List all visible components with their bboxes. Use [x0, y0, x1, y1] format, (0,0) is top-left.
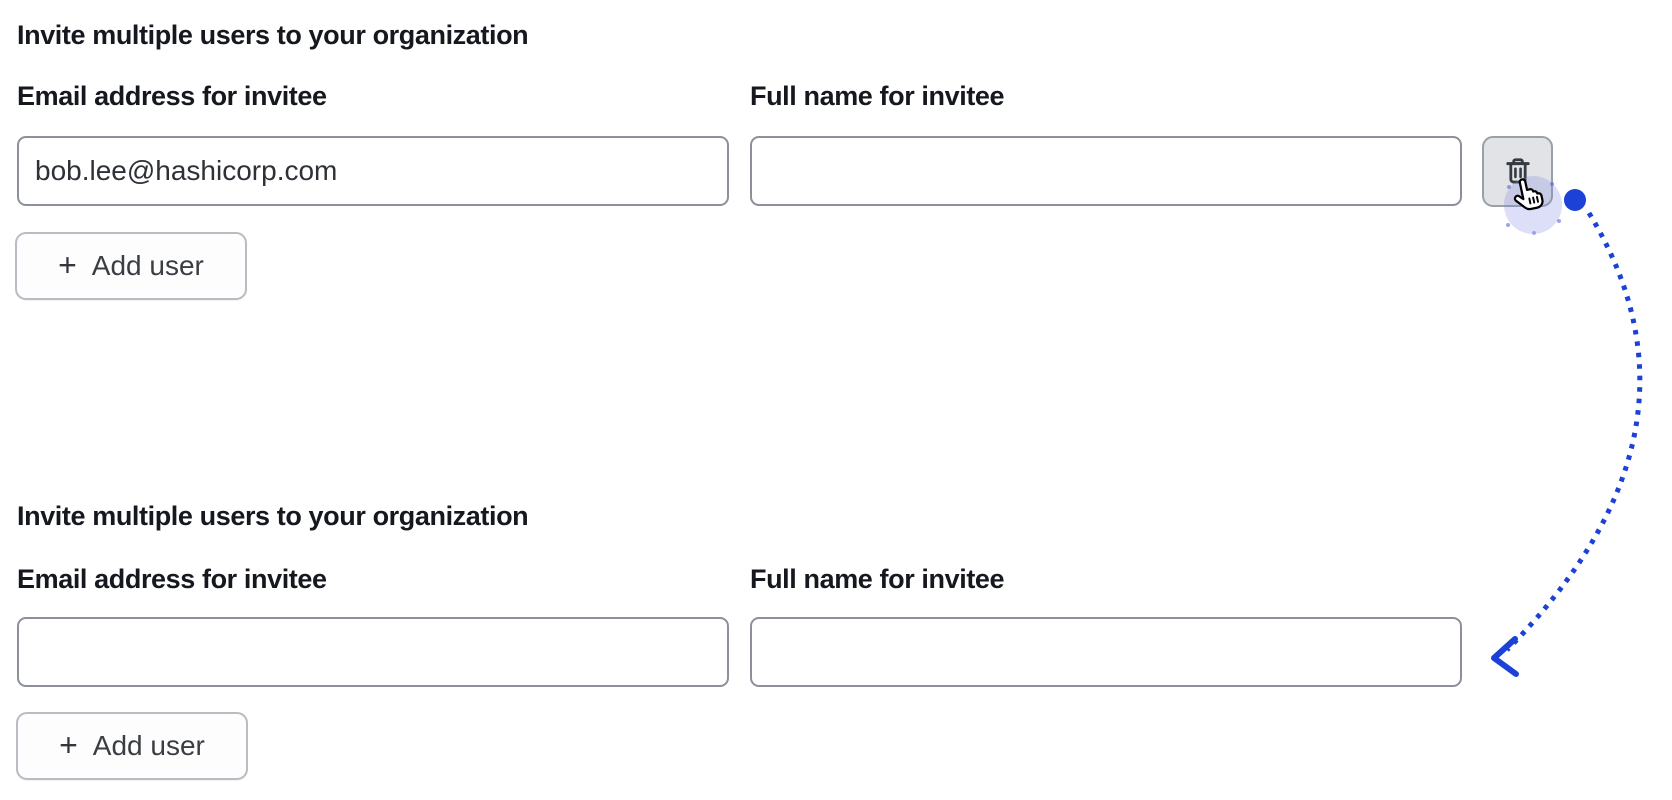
- full-name-field[interactable]: [750, 136, 1462, 206]
- guide-arrow: [1491, 189, 1643, 677]
- trash-icon: [1503, 157, 1533, 187]
- arrowhead-icon: [1491, 636, 1519, 677]
- add-user-button-label: Add user: [92, 730, 205, 761]
- plus-icon: +: [59, 727, 78, 763]
- email-field[interactable]: [17, 136, 729, 206]
- email-label: Email address for invitee: [17, 81, 327, 111]
- add-user-button[interactable]: + Add user: [16, 712, 248, 780]
- email-field[interactable]: [17, 617, 729, 687]
- add-user-button[interactable]: + Add user: [15, 232, 247, 300]
- full-name-label: Full name for invitee: [750, 81, 1005, 111]
- full-name-label: Full name for invitee: [750, 564, 1005, 594]
- full-name-field[interactable]: [750, 617, 1462, 687]
- guide-arrow-start-dot: [1564, 189, 1586, 211]
- delete-user-button[interactable]: [1482, 136, 1553, 207]
- page-title: Invite multiple users to your organizati…: [17, 20, 529, 50]
- page-title: Invite multiple users to your organizati…: [17, 501, 529, 531]
- email-label: Email address for invitee: [17, 564, 327, 594]
- add-user-button-label: Add user: [91, 250, 204, 281]
- plus-icon: +: [58, 247, 77, 283]
